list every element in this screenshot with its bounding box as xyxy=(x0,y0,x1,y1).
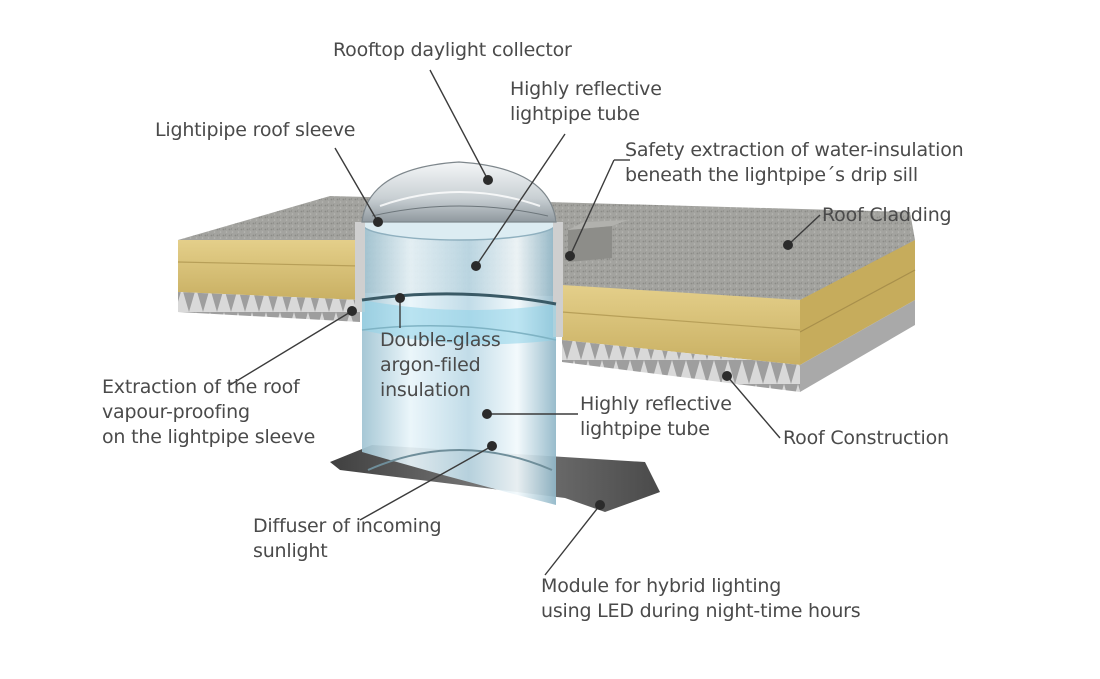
insulation-left xyxy=(178,240,360,300)
label-reflective-tube-top: Highly reflective lightpipe tube xyxy=(510,78,662,125)
label-roof-sleeve: Lightipipe roof sleeve xyxy=(155,119,356,141)
label-safety-extraction: Safety extraction of water-insulation be… xyxy=(625,139,964,186)
trapezoidal-sheet-left xyxy=(178,292,360,322)
trapezoidal-sheet-right xyxy=(562,340,800,392)
label-roof-construction: Roof Construction xyxy=(783,427,949,449)
label-rooftop-collector: Rooftop daylight collector xyxy=(333,39,572,61)
lightpipe-tube xyxy=(355,207,563,505)
label-vapour-extraction: Extraction of the roof vapour-proofing o… xyxy=(102,376,316,448)
insulation-side xyxy=(800,240,915,365)
label-diffuser: Diffuser of incoming sunlight xyxy=(253,515,442,562)
leader-lines xyxy=(229,69,821,576)
rooftop-dome xyxy=(361,161,557,223)
label-reflective-tube-mid: Highly reflective lightpipe tube xyxy=(580,393,732,440)
label-hybrid-module: Module for hybrid lighting using LED dur… xyxy=(541,575,861,622)
label-roof-cladding: Roof Cladding xyxy=(822,204,952,226)
insulation-right xyxy=(562,285,800,365)
label-double-glass: Double-glass argon-filed insulation xyxy=(380,329,501,401)
